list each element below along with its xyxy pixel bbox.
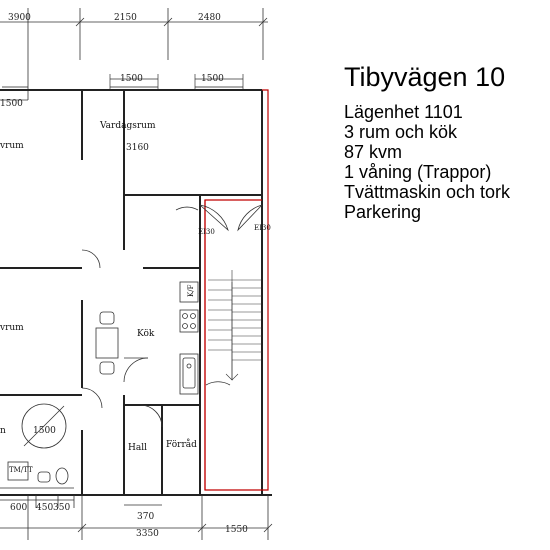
listing-parking: Parkering [344,202,422,222]
listing-area: 87 kvm [344,142,403,162]
dim-living-depth: 3160 [126,143,149,153]
room-living: Vardagsrum [99,121,156,131]
walls [0,89,272,496]
kitchen-table [95,311,119,375]
dim-circle: 1500 [33,426,56,436]
door-label-right: EI30 [254,224,271,232]
dim-bottom-5: 1550 [225,525,248,535]
dim-bottom-2: 450 [36,503,53,513]
washer-label: TM/TT [9,466,33,474]
listing-apartment: Lägenhet 1101 [344,102,463,122]
listing-floor: 1 våning (Trappor) [344,162,492,182]
room-bath: n [0,426,6,436]
bath-fixtures [0,403,74,489]
room-storage: Förråd [166,438,197,450]
dim-bottom-4: 3350 [136,529,159,539]
dim-window-1: 1500 [0,99,23,109]
room-kitchen: Kök [137,329,155,339]
door-label-left: EI30 [198,228,215,236]
door-swings [81,204,263,428]
bottom-dimension-line [0,495,273,540]
room-bedroom-upper: vrum [0,141,24,151]
dim-hall: 370 [137,512,154,522]
dim-window-3: 1500 [201,74,224,84]
dim-top-2: 2150 [114,13,137,23]
listing-rooms: 3 rum och kök [344,122,458,142]
dim-bottom-1: 600 [10,503,27,513]
listing-title: Tibyvägen 10 [344,62,506,92]
kitchen-fixtures [179,281,199,395]
dim-top-3: 2480 [198,13,221,23]
listing-laundry: Tvättmaskin och tork [344,182,511,202]
dim-window-2: 1500 [120,74,143,84]
listing-info: Tibyvägen 10 Lägenhet 1101 3 rum och kök… [336,60,550,222]
dim-top-1: 3900 [8,13,31,23]
dim-bottom-3: 350 [53,503,70,513]
top-dimension-line [0,8,268,100]
fridge-label: K/F [187,284,195,297]
stair-boundary [204,89,269,491]
room-bedroom-lower: vrum [0,323,24,333]
staircase [208,270,262,381]
room-hall: Hall [128,443,147,453]
floor-plan: 3900 2150 2480 1500 1500 1500 [0,8,273,540]
